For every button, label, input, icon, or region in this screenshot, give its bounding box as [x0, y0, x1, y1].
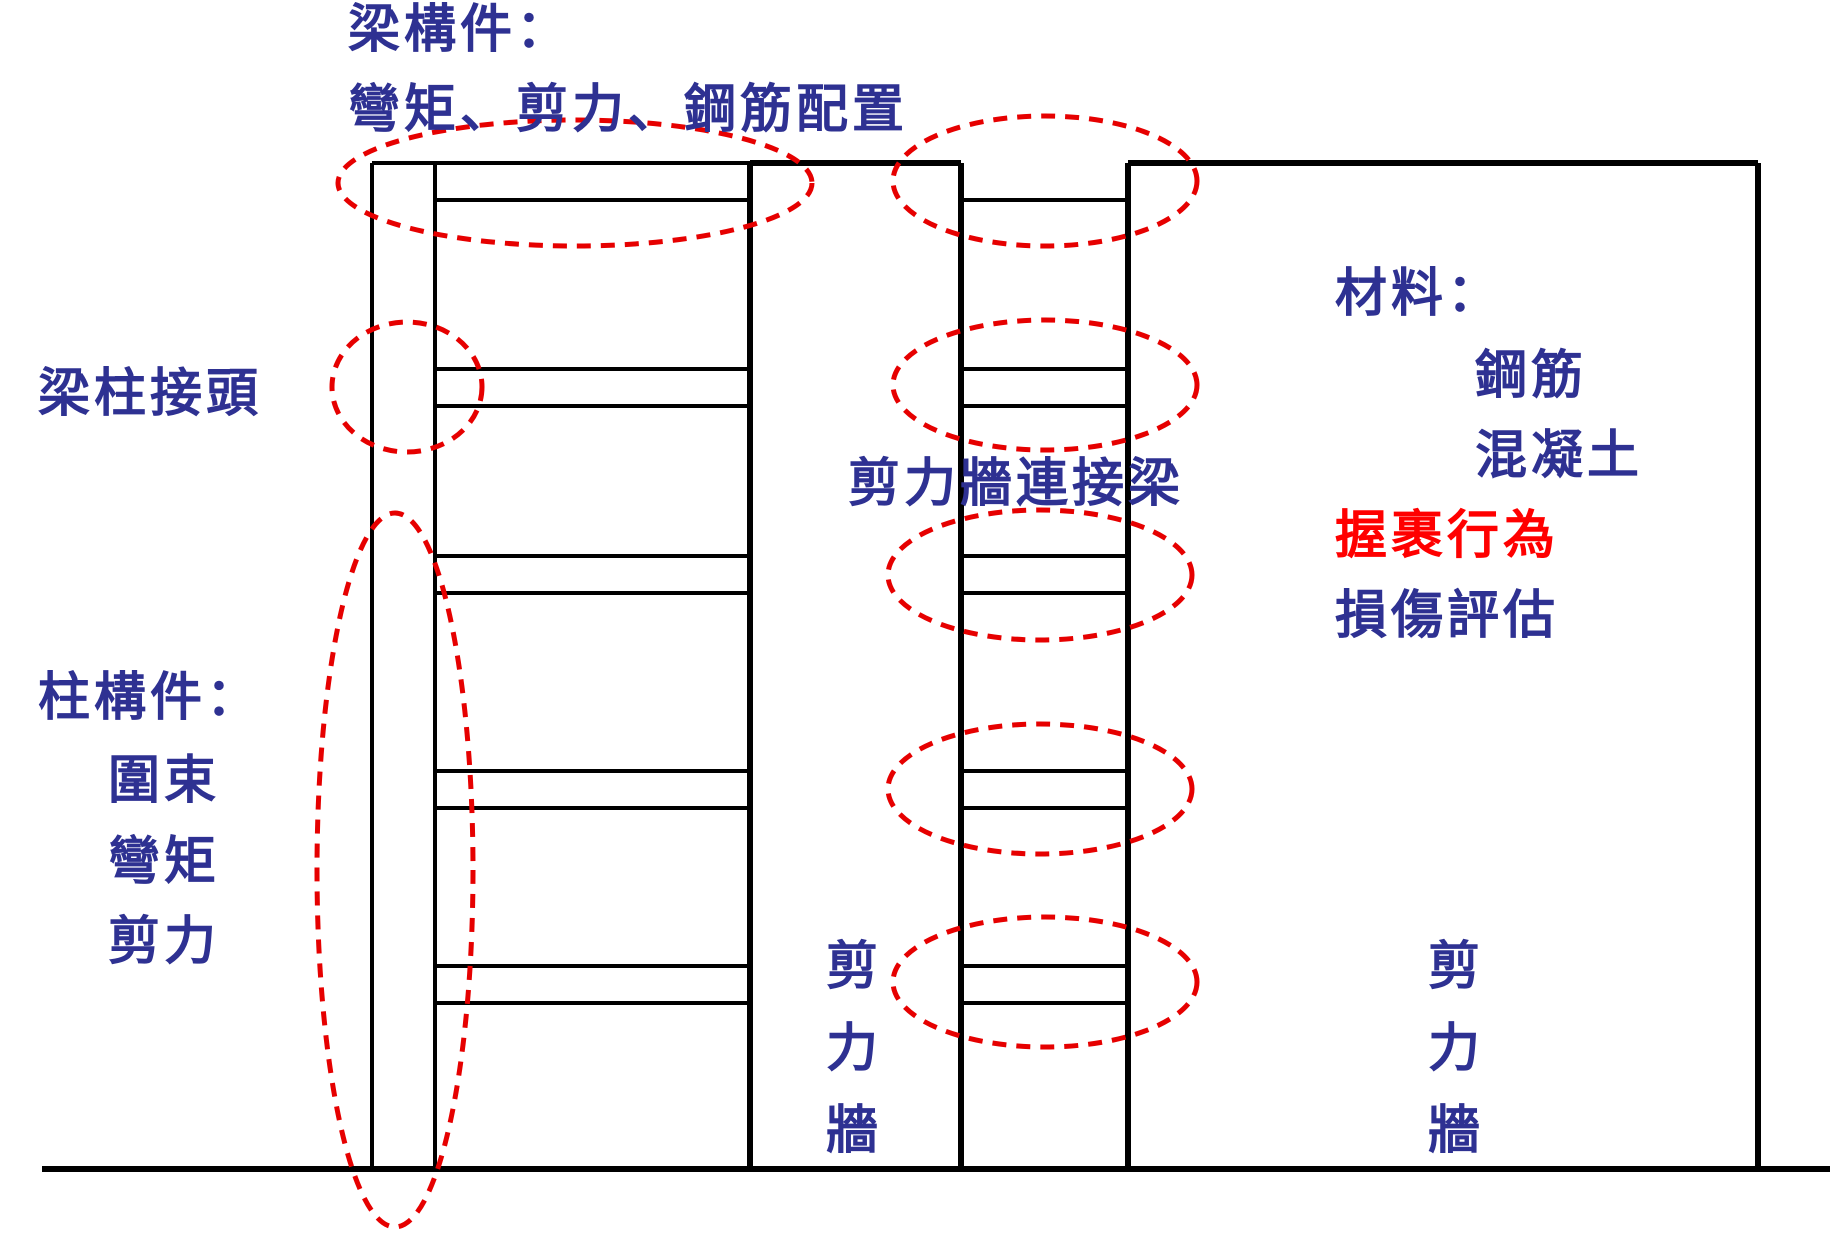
- coupling-beam-label: 剪力牆連接梁: [848, 453, 1185, 514]
- ellipse-beam: [335, 117, 815, 249]
- shear-wall-left-label: 剪力牆: [826, 936, 879, 1161]
- column-item-confinement: 圍束: [108, 750, 221, 811]
- frame-column: [370, 163, 437, 1169]
- bond-behavior-label: 握裹行為: [1335, 505, 1560, 566]
- ellipse-coupling-4: [885, 721, 1195, 857]
- beam-column-joint-label: 梁柱接頭: [38, 363, 263, 424]
- column-item-shear: 剪力: [108, 911, 221, 972]
- material-steel: 鋼筋: [1475, 345, 1588, 406]
- material-concrete: 混凝土: [1475, 425, 1644, 486]
- beam-member-items: 彎矩、剪力、鋼筋配置: [348, 79, 909, 140]
- ellipse-coupling-2: [890, 317, 1200, 453]
- ellipse-column: [314, 510, 476, 1230]
- shear-wall-right-outline: [1125, 160, 1761, 1169]
- beam-member-title: 梁構件：: [348, 0, 573, 60]
- damage-assessment-label: 損傷評估: [1335, 585, 1560, 646]
- shear-wall-right-label: 剪力牆: [1428, 936, 1481, 1161]
- material-title: 材料：: [1335, 263, 1504, 324]
- column-item-moment: 彎矩: [108, 831, 221, 892]
- coupling-beams: [961, 198, 1128, 1005]
- ellipse-coupling-5: [890, 914, 1200, 1050]
- column-member-title: 柱構件：: [38, 667, 263, 728]
- ellipse-coupling-1: [890, 113, 1200, 249]
- ellipse-coupling-3: [885, 507, 1195, 643]
- frame-beams: [372, 161, 750, 1005]
- ellipse-joint: [329, 319, 485, 455]
